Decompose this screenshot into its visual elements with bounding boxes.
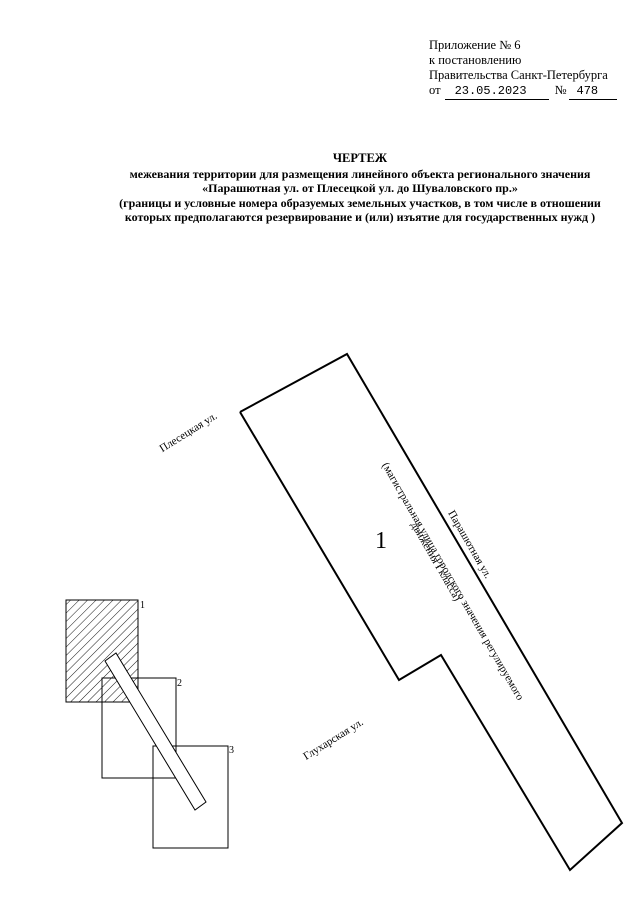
- appendix-line-1: Приложение № 6: [429, 38, 521, 52]
- inset-road-strip: [104, 652, 207, 811]
- title-line-1: межевания территории для размещения лине…: [129, 166, 591, 181]
- decree-number: 478: [568, 84, 617, 100]
- location-inset: 1 2 3: [65, 599, 234, 849]
- title-line-2: «Парашютная ул. от Плесецкой ул. до Шува…: [202, 181, 518, 195]
- inset-frame-2: [101, 677, 177, 779]
- title-line-4: которых предполагаются резервирование и …: [124, 210, 596, 224]
- inset-label-1: 1: [140, 600, 145, 611]
- inset-label-2: 2: [177, 678, 182, 689]
- decree-date: 23.05.2023: [444, 84, 549, 100]
- land-plot-boundary: [239, 352, 624, 872]
- appendix-block: Приложение № 6 к постановлению Правитель…: [429, 38, 617, 100]
- inset-label-3: 3: [229, 745, 234, 756]
- title-line-3: (границы и условные номера образуемых зе…: [119, 195, 601, 210]
- street-glukharskaya-label: Глухарская ул.: [301, 716, 365, 762]
- street-plesetskaya-label: Плесецкая ул.: [157, 410, 219, 455]
- title-block: ЧЕРТЕЖ межевания территории для размещен…: [80, 151, 640, 225]
- road-class-line-2: движения I класса): [408, 520, 463, 604]
- appendix-line-2: к постановлению: [429, 53, 522, 67]
- appendix-line-3: Правительства Санкт-Петербурга: [429, 68, 608, 82]
- number-prefix: №: [554, 83, 567, 97]
- inset-frame-3: [152, 745, 229, 849]
- document-heading: ЧЕРТЕЖ: [332, 151, 388, 165]
- date-prefix: от: [429, 83, 441, 97]
- plot-number-label: 1: [375, 528, 387, 554]
